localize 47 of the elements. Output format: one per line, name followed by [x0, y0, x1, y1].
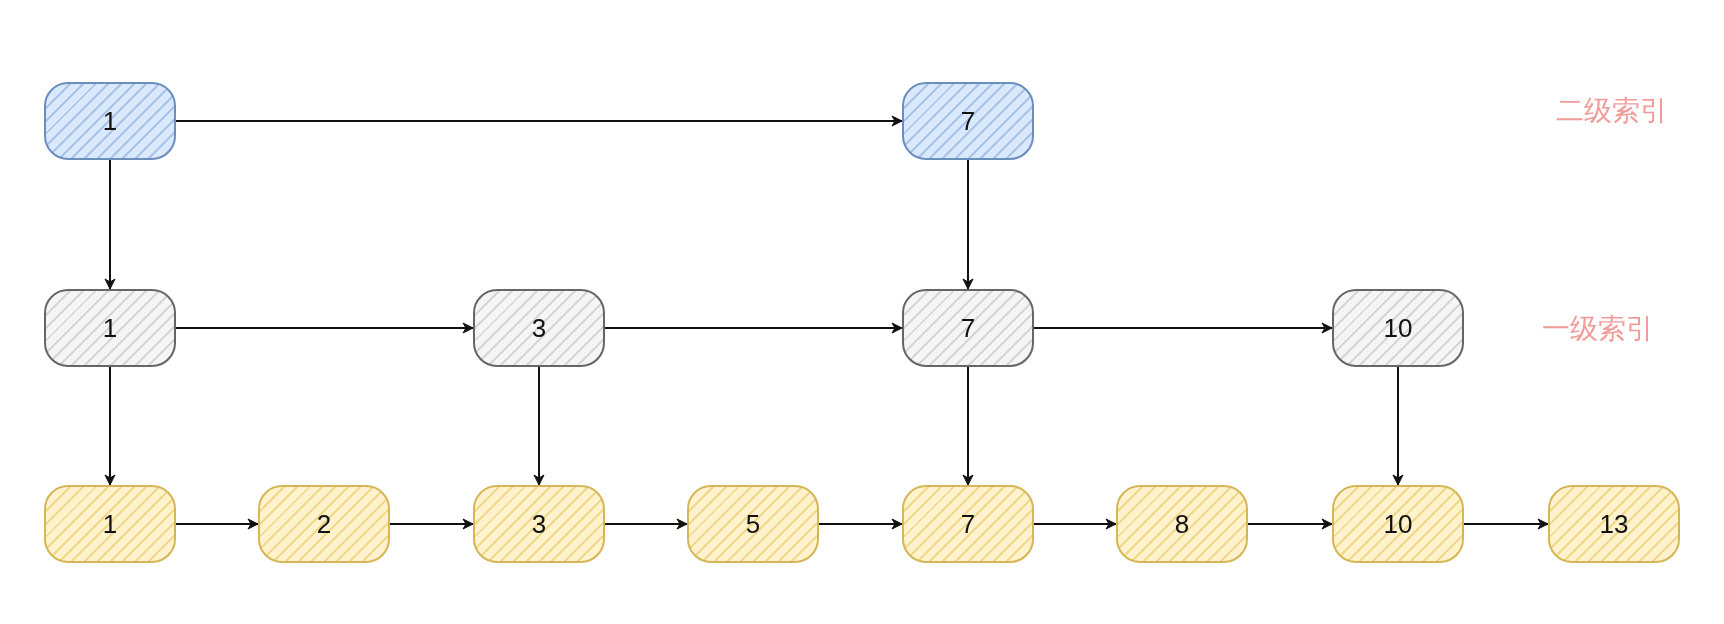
node-value: 10	[1383, 508, 1413, 540]
node-value: 1	[102, 312, 118, 344]
arrow	[1247, 518, 1333, 530]
list-node	[473, 289, 605, 367]
list-node	[902, 289, 1034, 367]
node-value: 10	[1383, 312, 1413, 344]
arrow	[604, 322, 903, 334]
node-value: 5	[745, 508, 761, 540]
node-value: 1	[102, 508, 118, 540]
node-value: 1	[102, 105, 118, 137]
list-node	[44, 289, 176, 367]
node-value: 7	[960, 508, 976, 540]
node-value: 13	[1599, 508, 1629, 540]
arrow	[175, 115, 903, 127]
list-node	[1332, 289, 1464, 367]
arrow	[175, 518, 259, 530]
list-node	[473, 485, 605, 563]
level-label: 二级索引	[1556, 93, 1668, 129]
arrow	[1033, 518, 1117, 530]
list-node	[902, 82, 1034, 160]
arrow	[533, 366, 545, 486]
arrow	[1463, 518, 1549, 530]
arrow	[175, 322, 474, 334]
node-value: 2	[316, 508, 332, 540]
list-node	[258, 485, 390, 563]
arrow	[1033, 322, 1333, 334]
list-node	[44, 82, 176, 160]
arrow	[1392, 366, 1404, 486]
node-value: 3	[531, 312, 547, 344]
list-node	[1548, 485, 1680, 563]
list-node	[1116, 485, 1248, 563]
arrow	[604, 518, 688, 530]
node-value: 7	[960, 105, 976, 137]
list-node	[687, 485, 819, 563]
arrow	[962, 366, 974, 486]
arrow	[389, 518, 474, 530]
arrow	[818, 518, 903, 530]
level-label: 一级索引	[1542, 311, 1654, 347]
list-node	[1332, 485, 1464, 563]
node-value: 3	[531, 508, 547, 540]
node-value: 7	[960, 312, 976, 344]
arrow	[104, 366, 116, 486]
list-node	[902, 485, 1034, 563]
node-value: 8	[1174, 508, 1190, 540]
list-node	[44, 485, 176, 563]
arrow	[962, 159, 974, 290]
arrow	[104, 159, 116, 290]
